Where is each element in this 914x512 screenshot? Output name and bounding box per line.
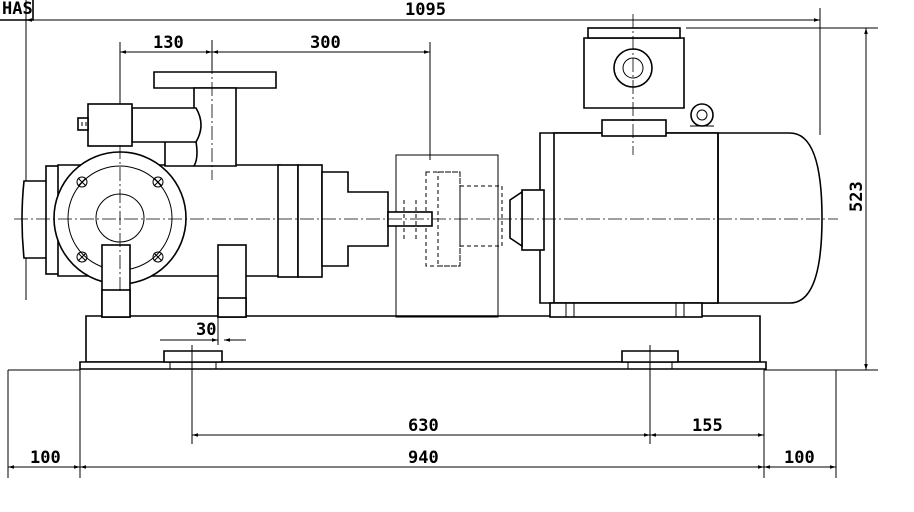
- dimension-bolt-to-end-label: 155: [692, 416, 723, 436]
- corner-label: HAS: [2, 0, 33, 19]
- inlet-pipe: [77, 71, 277, 167]
- dimension-foot-width: 30: [160, 300, 246, 345]
- dimension-overall-length-label: 1095: [405, 0, 446, 20]
- dimension-bottom: 630 155 100 940 100: [7, 345, 837, 478]
- dimension-bolt-span-label: 630: [408, 416, 439, 436]
- dimension-foot-width-label: 30: [196, 320, 216, 340]
- dimension-flange-to-coupling: 300: [212, 33, 431, 160]
- pump-body: [21, 151, 389, 318]
- motor: [509, 27, 823, 318]
- dimension-inlet-offset-label: 130: [153, 33, 184, 53]
- dimension-height-label: 523: [847, 181, 867, 212]
- base-plate: [79, 315, 767, 370]
- dimension-base-length-label: 940: [408, 448, 439, 468]
- dimension-right-clearance-label: 100: [784, 448, 815, 468]
- dimension-flange-to-coupling-label: 300: [310, 33, 341, 53]
- dimension-left-clearance-label: 100: [30, 448, 61, 468]
- coupling-guard: [387, 154, 503, 318]
- center-lines: [14, 14, 838, 292]
- title-block-fragment: HAS: [0, 0, 34, 21]
